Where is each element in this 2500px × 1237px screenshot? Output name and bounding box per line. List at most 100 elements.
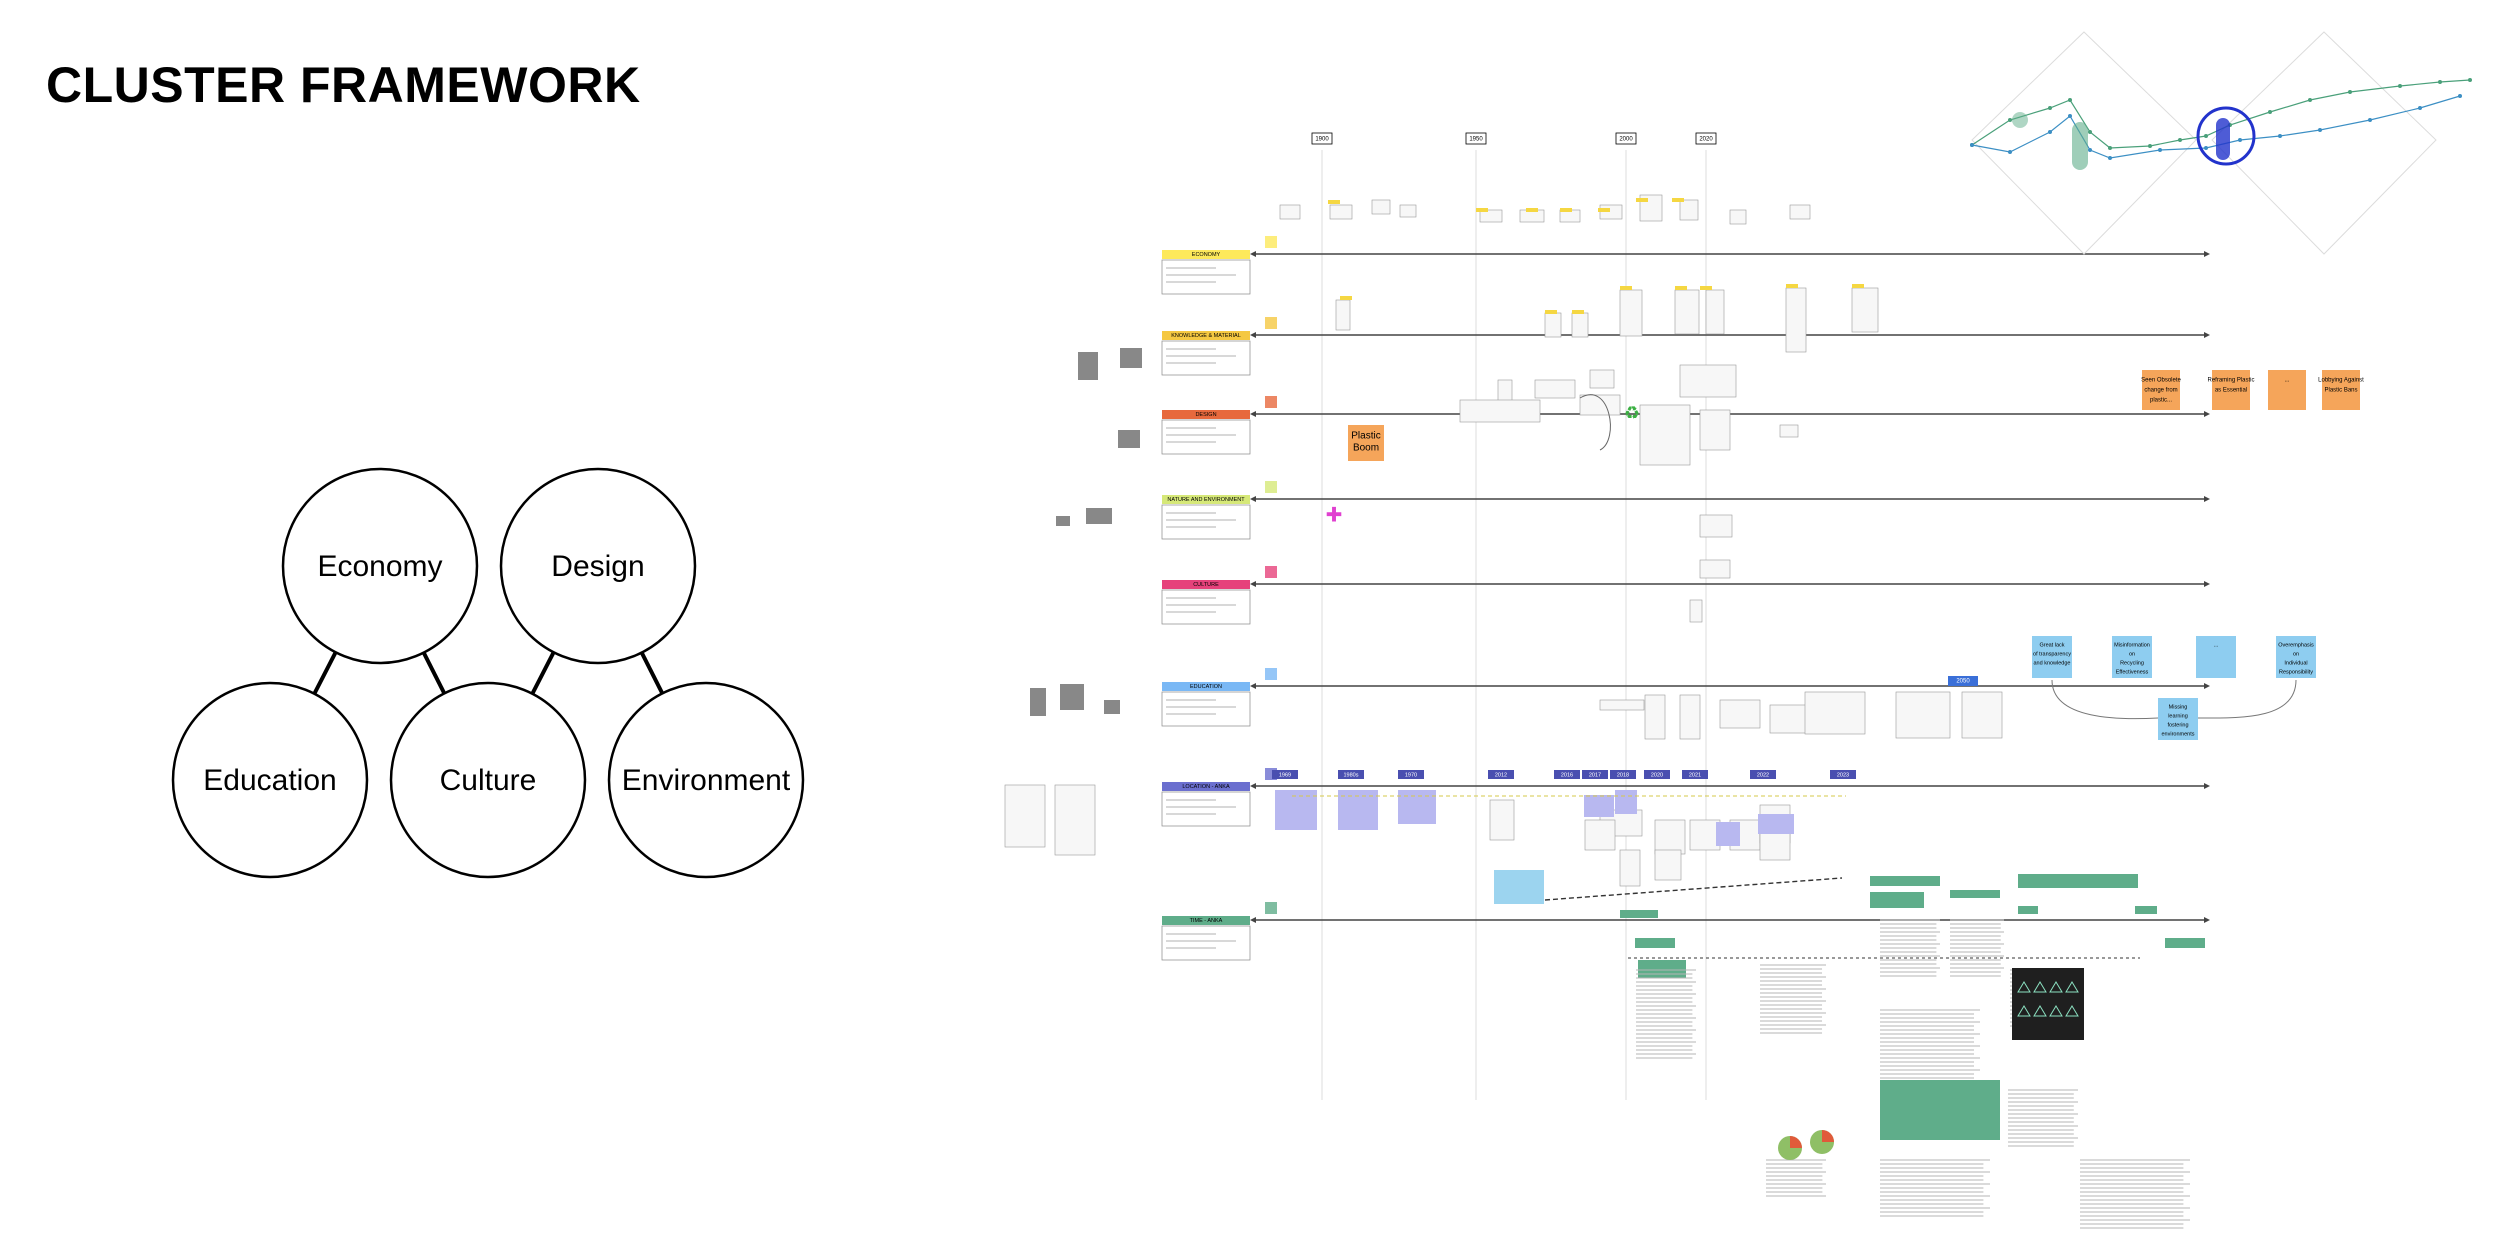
time-note[interactable] [1950,890,2000,898]
time-note[interactable] [1870,876,1940,886]
education-year-badge[interactable]: 2050 [1948,676,1978,686]
content-card[interactable] [1619,289,1643,337]
lavender-sticky-note[interactable] [1275,790,1317,830]
content-card[interactable] [1674,289,1700,335]
location-year-tab[interactable]: 1970 [1398,770,1424,779]
content-card[interactable] [1729,209,1747,225]
cluster-node-environment[interactable]: Environment [607,681,805,879]
lavender-sticky-note[interactable] [1758,814,1794,834]
timeline-row[interactable]: TIME - ANKA [1161,902,2210,961]
blue-sticky-note[interactable]: ... [2196,636,2236,678]
timeline-row[interactable]: KNOWLEDGE & MATERIAL [1161,317,2210,376]
side-thumbnail[interactable] [1104,700,1120,714]
content-card[interactable] [1534,379,1576,399]
side-thumbnail[interactable] [1086,508,1112,524]
year-marker[interactable]: 2020 [1695,132,1717,145]
content-card[interactable] [1804,691,1866,735]
side-thumbnail[interactable] [1056,516,1070,526]
pie-chart-thumbnail[interactable] [1810,1130,1834,1154]
side-thumbnail[interactable] [1078,352,1098,380]
content-card[interactable] [1679,694,1701,740]
time-note[interactable] [1620,910,1658,918]
illustration-card[interactable] [1494,870,1544,904]
row-description-card[interactable] [1161,504,1251,540]
content-card[interactable] [1619,849,1641,887]
timeline-row[interactable]: CULTURE [1161,566,2210,625]
content-card[interactable] [1851,287,1879,333]
content-card[interactable] [1279,204,1301,220]
time-note[interactable] [1635,938,1675,948]
content-card[interactable] [1459,399,1541,423]
time-note[interactable] [1870,892,1924,908]
content-card[interactable] [1705,289,1725,335]
pie-chart-thumbnail[interactable] [1778,1136,1802,1160]
content-card[interactable] [1589,369,1615,389]
content-card[interactable] [1699,514,1733,538]
time-note[interactable] [1880,1080,2000,1140]
content-card[interactable] [1639,404,1691,466]
year-marker[interactable]: 1950 [1465,132,1487,145]
content-card[interactable] [1584,819,1616,851]
lavender-sticky-note[interactable] [1716,822,1740,846]
content-card[interactable] [1679,199,1699,221]
year-marker[interactable]: 1900 [1311,132,1333,145]
content-card[interactable] [1689,819,1721,851]
content-card[interactable] [1769,704,1811,734]
cluster-node-economy[interactable]: Economy [281,467,479,665]
cluster-node-education[interactable]: Education [171,681,369,879]
content-card[interactable] [1497,379,1513,403]
content-card[interactable] [1789,204,1811,220]
time-note[interactable] [2165,938,2205,948]
location-year-tab[interactable]: 2022 [1750,770,1776,779]
side-thumbnail[interactable] [1060,684,1084,710]
content-card[interactable] [1054,784,1096,856]
content-card[interactable] [1599,699,1645,711]
content-card[interactable] [1335,299,1351,331]
overview-graph[interactable] [1960,20,2480,260]
content-card[interactable] [1479,209,1503,223]
orange-sticky-note[interactable]: ... [2268,370,2306,410]
content-card[interactable] [1961,691,2003,739]
content-card[interactable] [1571,312,1589,338]
lavender-sticky-note[interactable] [1398,790,1436,824]
content-card[interactable] [1699,409,1731,451]
lavender-sticky-note[interactable] [1338,790,1378,830]
time-note[interactable] [2018,874,2138,888]
content-card[interactable] [1785,287,1807,353]
timeline-row[interactable]: EDUCATION [1161,668,2210,727]
row-description-card[interactable] [1161,419,1251,455]
content-card[interactable] [1399,204,1417,218]
content-card[interactable] [1329,204,1353,220]
location-year-tab[interactable]: 1969 [1272,770,1298,779]
content-card[interactable] [1544,312,1562,338]
content-card[interactable] [1644,694,1666,740]
icon-grid-image[interactable] [2012,968,2084,1040]
content-card[interactable] [1759,829,1791,861]
content-card[interactable] [1689,599,1703,623]
content-card[interactable] [1371,199,1391,215]
cluster-node-culture[interactable]: Culture [389,681,587,879]
cluster-node-design[interactable]: Design [499,467,697,665]
time-note[interactable] [2018,906,2038,914]
row-description-card[interactable] [1161,925,1251,961]
content-card[interactable] [1895,691,1951,739]
location-year-tab[interactable]: 2018 [1610,770,1636,779]
content-card[interactable] [1004,784,1046,848]
row-description-card[interactable] [1161,259,1251,295]
location-year-tab[interactable]: 2012 [1488,770,1514,779]
year-marker[interactable]: 2000 [1615,132,1637,145]
location-year-tab[interactable]: 2021 [1682,770,1708,779]
location-year-tab[interactable]: 2016 [1554,770,1580,779]
location-year-tab[interactable]: 2020 [1644,770,1670,779]
row-description-card[interactable] [1161,589,1251,625]
row-description-card[interactable] [1161,691,1251,727]
content-card[interactable] [1719,699,1761,729]
lavender-sticky-note[interactable] [1615,790,1637,814]
